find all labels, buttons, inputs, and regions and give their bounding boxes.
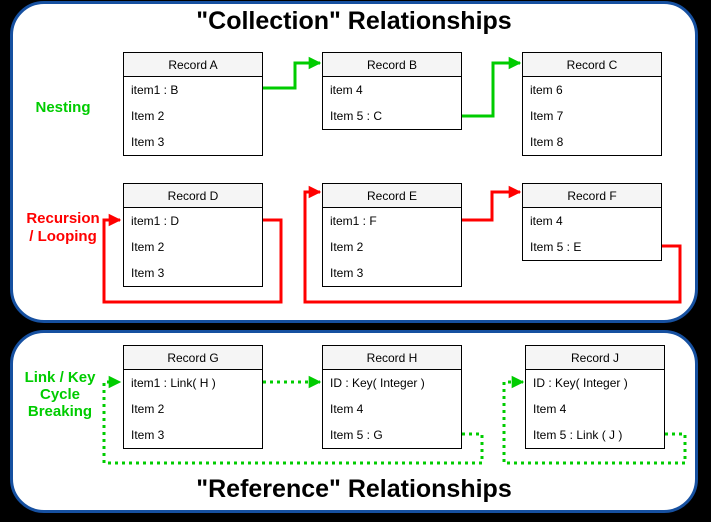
- record-row: ID : Key( Integer ): [533, 376, 628, 390]
- record-box-a: Record A item1 : B Item 2 Item 3: [123, 52, 263, 156]
- recursion-looping-label: Recursion / Looping: [26, 210, 100, 245]
- record-title: Record A: [124, 53, 262, 77]
- record-row: Item 3: [131, 266, 165, 280]
- record-row: item1 : Link( H ): [131, 376, 216, 390]
- record-title: Record H: [323, 346, 461, 370]
- record-row: Item 2: [131, 109, 165, 123]
- record-row: item 4: [530, 214, 563, 228]
- record-row: Item 4: [330, 402, 364, 416]
- record-row: item 6: [530, 83, 563, 97]
- reference-title: "Reference" Relationships: [196, 475, 512, 503]
- record-box-b: Record B item 4 Item 5 : C: [322, 52, 462, 130]
- record-box-g: Record G item1 : Link( H ) Item 2 Item 3: [123, 345, 263, 449]
- record-row: item1 : F: [330, 214, 377, 228]
- record-row: Item 8: [530, 135, 564, 149]
- record-title: Record B: [323, 53, 461, 77]
- record-row: item1 : D: [131, 214, 180, 228]
- record-row: Item 7: [530, 109, 564, 123]
- record-row: Item 5 : G: [330, 428, 383, 442]
- record-box-h: Record H ID : Key( Integer ) Item 4 Item 5 …: [322, 345, 462, 449]
- collection-title: "Collection" Relationships: [196, 7, 512, 35]
- record-row: Item 3: [131, 428, 165, 442]
- record-box-j: Record J ID : Key( Integer ) Item 4 Item 5 …: [525, 345, 665, 449]
- record-title: Record D: [124, 184, 262, 208]
- record-row: ID : Key( Integer ): [330, 376, 425, 390]
- record-row: Item 5 : E: [530, 240, 582, 254]
- link-key-cycle-breaking-label: Link / Key Cycle Breaking: [24, 369, 96, 420]
- record-row: Item 4: [533, 402, 567, 416]
- record-row: Item 3: [330, 266, 364, 280]
- record-row: item 4: [330, 83, 363, 97]
- record-title: Record C: [523, 53, 661, 77]
- record-row: Item 3: [131, 135, 165, 149]
- record-box-f: Record F item 4 Item 5 : E: [522, 183, 662, 261]
- record-row: Item 5 : C: [330, 109, 383, 123]
- record-row: Item 5 : Link ( J ): [533, 428, 623, 442]
- record-title: Record F: [523, 184, 661, 208]
- record-box-c: Record C item 6 Item 7 Item 8: [522, 52, 662, 156]
- record-row: Item 2: [131, 240, 165, 254]
- record-row: item1 : B: [131, 83, 179, 97]
- record-title: Record E: [323, 184, 461, 208]
- record-row: Item 2: [131, 402, 165, 416]
- record-title: Record G: [124, 346, 262, 370]
- nesting-label: Nesting: [35, 99, 91, 116]
- record-box-d: Record D item1 : D Item 2 Item 3: [123, 183, 263, 287]
- record-row: Item 2: [330, 240, 364, 254]
- record-box-e: Record E item1 : F Item 2 Item 3: [322, 183, 462, 287]
- record-title: Record J: [526, 346, 664, 370]
